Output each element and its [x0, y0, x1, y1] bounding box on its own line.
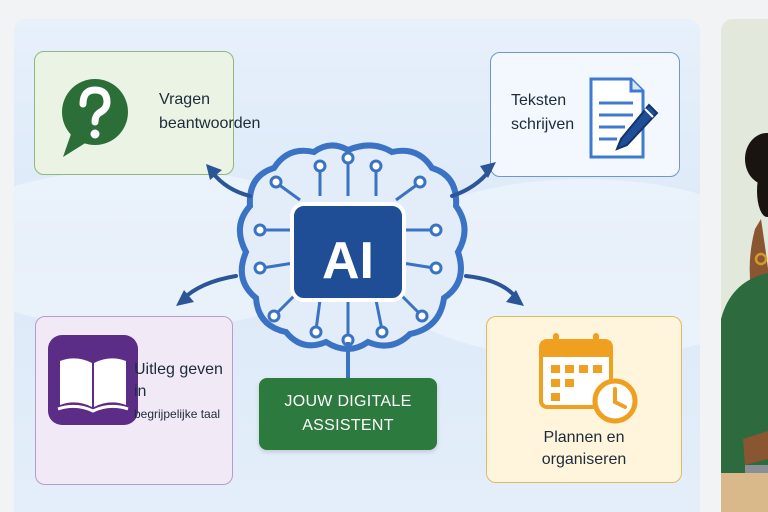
- explain-label-line1: Uitleg geven: [134, 361, 223, 378]
- arrow-heads: [176, 162, 524, 306]
- calendar-clock-icon: [539, 333, 638, 424]
- arrowhead-explain: [176, 290, 194, 306]
- assistant-banner-line2: ASSISTENT: [302, 417, 394, 434]
- arrow-to-texts: [450, 168, 492, 198]
- texts-label-line1: Teksten: [511, 92, 567, 109]
- ai-badge-text: AI: [322, 232, 374, 290]
- question-bubble-icon: [62, 79, 128, 157]
- arrow-to-plan: [464, 274, 520, 302]
- questions-label-line1: Vragen: [159, 91, 210, 108]
- explain-label-line3: begrijpelijke taal: [134, 407, 221, 421]
- explain-label-line2: in: [134, 383, 147, 400]
- card-texts: Teksten schrijven: [490, 52, 680, 177]
- arrowhead-texts: [480, 162, 496, 178]
- arrowhead-questions: [206, 164, 222, 180]
- plan-label: Plannen en organiseren: [487, 427, 681, 471]
- arrow-to-explain: [180, 274, 238, 302]
- explain-label: Uitleg geven in begrijpelijke taal: [134, 359, 230, 425]
- arrow-to-questions: [210, 170, 252, 198]
- ai-chip: [290, 202, 406, 302]
- circuit-nodes: [253, 151, 443, 347]
- texts-label: Teksten schrijven: [511, 89, 591, 137]
- texts-label-line2: schrijven: [511, 116, 575, 133]
- card-plan: Plannen en organiseren: [486, 316, 682, 483]
- card-questions: Vragen beantwoorden: [34, 51, 260, 175]
- open-book-icon: [48, 335, 138, 425]
- plan-label-line1: Plannen en: [543, 429, 625, 446]
- arrowhead-plan: [506, 290, 524, 306]
- card-explain: Uitleg geven in begrijpelijke taal: [35, 316, 233, 485]
- plan-label-line2: organiseren: [541, 451, 627, 468]
- person-figure: [721, 133, 768, 512]
- person-illustration: [721, 19, 768, 512]
- document-pen-icon: [589, 77, 659, 159]
- assistant-banner-line1: JOUW DIGITALE: [284, 393, 412, 410]
- assistant-banner: JOUW DIGITALE ASSISTENT: [259, 378, 437, 450]
